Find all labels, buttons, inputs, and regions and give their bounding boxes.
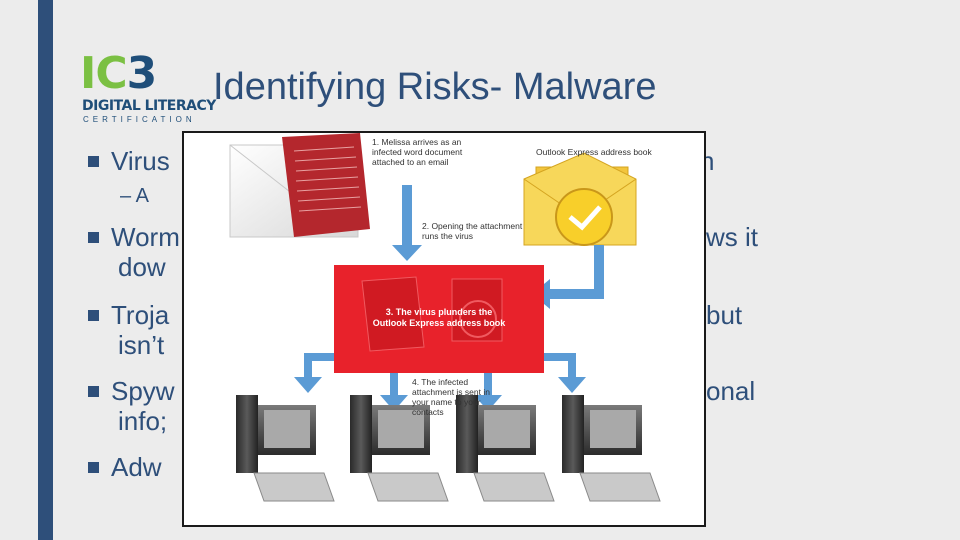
bullet-tail: ws it — [706, 222, 758, 252]
virus-center-box — [334, 265, 544, 373]
bullet-spyware: Spyw — [88, 376, 175, 406]
bullet-adware: Adw — [88, 452, 162, 482]
arrows-to-contacts — [294, 353, 586, 411]
bullet-continuation: info; — [118, 406, 168, 436]
sub-bullet: – A — [120, 185, 149, 207]
slide-title: Identifying Risks- Malware — [213, 66, 657, 108]
left-accent-bar — [38, 0, 53, 540]
ic3-logo: IC3 DIGITAL LITERACY CERTIFICATION — [80, 48, 216, 128]
step3-label: 3. The virus plunders the Outlook Expres… — [372, 307, 506, 328]
bullet-virus: Virus — [88, 146, 170, 176]
bullet-tail: but — [706, 300, 743, 330]
logo-certification: CERTIFICATION — [83, 115, 196, 124]
email-envelope-icon — [229, 133, 370, 238]
computer-icon — [562, 395, 661, 502]
step2-label: 2. Opening the attachment runs the virus — [422, 221, 523, 241]
outlook-express-icon — [523, 152, 637, 246]
step1-label: 1. Melissa arrives as an infected word d… — [372, 137, 463, 167]
bullet-trojan: Troja — [88, 300, 169, 330]
diagram-graphics — [229, 133, 661, 502]
bullet-continuation: isn’t — [118, 330, 165, 360]
logo-digital-literacy: DIGITAL LITERACY — [82, 98, 216, 114]
bullet-marker — [88, 385, 99, 397]
address-book-label: Outlook Express address book — [536, 147, 652, 157]
bullet-marker — [88, 231, 99, 243]
bullet-marker — [88, 461, 99, 473]
computer-icon — [236, 395, 335, 502]
bullet-tail: onal — [706, 376, 756, 406]
bullet-worm: Worm — [88, 222, 180, 252]
computer-icon — [456, 395, 555, 502]
bullet-continuation: dow — [118, 252, 166, 282]
bullet-marker — [88, 155, 99, 167]
logo-mark: IC3 — [80, 48, 157, 99]
computer-icon — [350, 395, 449, 502]
virus-spread-diagram: 1. Melissa arrives as an infected word d… — [182, 131, 706, 527]
bullet-marker — [88, 309, 99, 321]
step4-label: 4. The infected attachment is sent in yo… — [412, 377, 490, 417]
arrow-down — [392, 185, 422, 261]
